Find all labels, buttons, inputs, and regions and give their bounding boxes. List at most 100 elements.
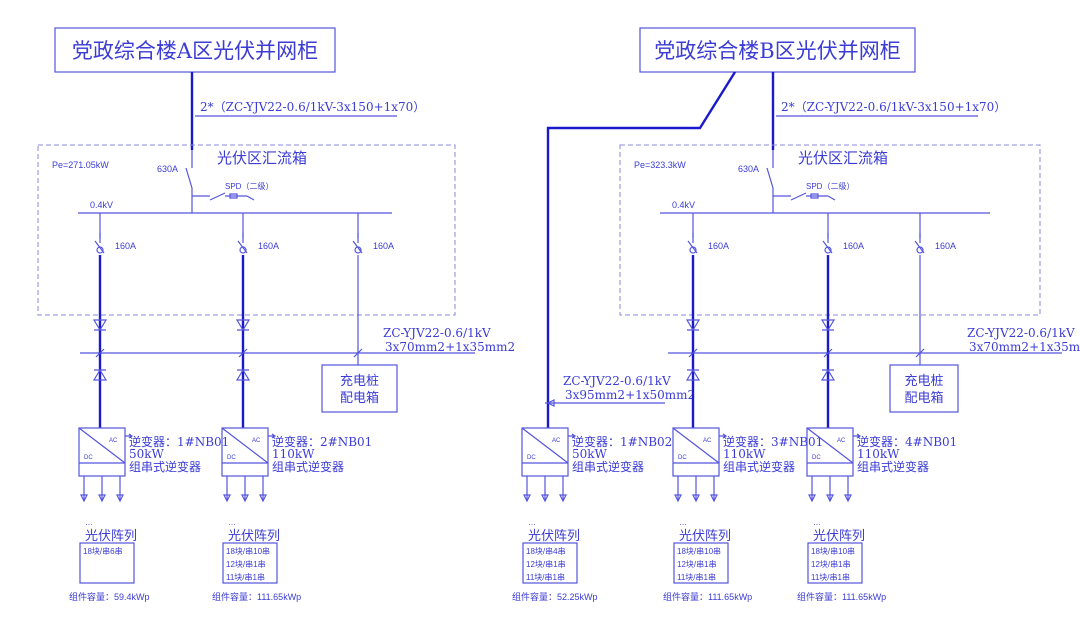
- inverter-symbol-diagonal: [521, 427, 569, 464]
- string-config-label: 11块/串1串: [226, 572, 265, 582]
- string-arrow-icon: [80, 494, 88, 503]
- string-arrow-icon: [559, 494, 567, 503]
- string-arrow-icon: [674, 494, 682, 503]
- module-capacity-label: 组件容量：52.25kWp: [512, 591, 598, 602]
- pv-array-box: [807, 542, 863, 584]
- cable-tick: [238, 348, 248, 358]
- inverter-power: 110kW: [857, 447, 900, 461]
- combiner-box-title: 光伏区汇流箱: [217, 149, 307, 167]
- charger-cable-label: ZC-YJV22-0.6/1kV: [383, 326, 491, 340]
- ellipsis-label: …: [528, 518, 536, 527]
- cable-terminal-icon: [685, 319, 701, 332]
- ellipsis-label: …: [85, 518, 93, 527]
- string-arrow-icon: [259, 494, 267, 503]
- ellipsis-label: …: [679, 518, 687, 527]
- feeder-cable: [546, 71, 737, 428]
- string-arrow-icon: [692, 494, 700, 503]
- inverter-power: 50kW: [129, 447, 165, 461]
- inverter-name: 逆变器：1#NB01: [129, 434, 229, 449]
- main-breaker-label: 630A: [738, 164, 759, 174]
- pv-array-box: [222, 542, 278, 584]
- charger-cable-label: ZC-YJV22-0.6/1kV: [967, 326, 1075, 340]
- inverter-type: 组串式逆变器: [723, 459, 795, 474]
- inverter-box: [672, 427, 720, 477]
- string-arrow-icon: [710, 494, 718, 503]
- ellipsis-label: …: [228, 518, 236, 527]
- branch-breaker-label: 160A: [935, 241, 956, 251]
- grid-cabinet-title: 党政综合楼A区光伏并网柜: [72, 39, 318, 63]
- string-config-label: 12块/串1串: [811, 559, 851, 569]
- cable-terminal-icon: [92, 319, 108, 332]
- spd-label: SPD（二级）: [225, 181, 273, 191]
- spd-icon: [209, 192, 255, 201]
- inverter-ac-label: AC: [552, 438, 561, 444]
- inverter-power: 50kW: [572, 447, 608, 461]
- breaker-icon: [96, 246, 104, 254]
- inverter-box: [521, 427, 569, 477]
- string-config-label: 18块/串10串: [226, 546, 270, 556]
- pv-array-box: [522, 542, 578, 584]
- inverter-dc-label: DC: [812, 455, 821, 461]
- cable-terminal-icon: [820, 319, 836, 332]
- inverter-power: 110kW: [272, 447, 315, 461]
- string-config-label: 12块/串1串: [226, 559, 266, 569]
- branch-breaker-label: 160A: [373, 241, 394, 251]
- arrow-icon: [268, 433, 277, 439]
- string-arrow-icon: [826, 494, 834, 503]
- cable-tick: [688, 348, 698, 358]
- spd-label: SPD（二级）: [806, 181, 854, 191]
- cable-terminal-icon: [685, 368, 701, 381]
- inverter-symbol-diagonal: [78, 427, 126, 464]
- module-capacity-label: 组件容量：59.4kWp: [69, 591, 150, 602]
- inverter-dc-label: DC: [84, 455, 93, 461]
- main-switch-icon: [766, 167, 774, 189]
- string-arrow-icon: [116, 494, 124, 503]
- module-capacity-label: 组件容量：111.65kWp: [797, 591, 886, 602]
- inverter-power: 110kW: [723, 447, 766, 461]
- string-arrow-icon: [241, 494, 249, 503]
- string-config-label: 11块/串1串: [677, 572, 716, 582]
- pv-array-label: 光伏阵列: [528, 529, 580, 544]
- string-arrow-icon: [523, 494, 531, 503]
- main-cable-label: 2*（ZC-YJV22-0.6/1kV-3x150+1x70）: [200, 100, 425, 114]
- string-arrow-icon: [223, 494, 231, 503]
- inverter-type: 组串式逆变器: [572, 459, 644, 474]
- pv-array-box: [79, 542, 135, 584]
- string-config-label: 18块/串4串: [526, 546, 566, 556]
- grid-cabinet-box: [54, 27, 336, 73]
- grid-cabinet-title: 党政综合楼B区光伏并网柜: [654, 39, 900, 63]
- inverter-name: 逆变器：1#NB02: [572, 434, 672, 449]
- inverter-ac-label: AC: [703, 438, 712, 444]
- inverter-name: 逆变器：2#NB01: [272, 434, 372, 449]
- pe-label: Pe=323.3kW: [634, 160, 686, 170]
- breaker-icon: [239, 246, 247, 254]
- charger-box-label: 配电箱: [904, 390, 943, 406]
- inverter-symbol-diagonal: [806, 427, 854, 464]
- arrow-icon: [125, 433, 134, 439]
- inverter-ac-label: AC: [109, 438, 118, 444]
- charger-cable-label: 3x70mm2+1x35mm2: [385, 340, 515, 354]
- cable-tick: [823, 348, 833, 358]
- inverter-dc-label: DC: [527, 455, 536, 461]
- cable-terminal-icon: [820, 368, 836, 381]
- feeder-cable-label: ZC-YJV22-0.6/1kV: [563, 374, 671, 388]
- spd-icon: [790, 192, 836, 201]
- inverter-name: 逆变器：4#NB01: [857, 434, 957, 449]
- pv-array-label: 光伏阵列: [228, 529, 280, 544]
- voltage-label: 0.4kV: [90, 200, 113, 210]
- branch-breaker-label: 160A: [115, 241, 136, 251]
- combiner-box-boundary: [37, 144, 456, 316]
- inverter-symbol-diagonal: [221, 427, 269, 464]
- string-arrow-icon: [844, 494, 852, 503]
- breaker-icon: [354, 246, 362, 254]
- charger-box-label: 充电桩: [904, 373, 943, 389]
- pe-label: Pe=271.05kW: [52, 160, 109, 170]
- inverter-ac-label: AC: [252, 438, 261, 444]
- branch-breaker-label: 160A: [258, 241, 279, 251]
- ellipsis-label: …: [813, 518, 821, 527]
- string-arrow-icon: [808, 494, 816, 503]
- cable-tick: [95, 348, 105, 358]
- branch-breaker-label: 160A: [843, 241, 864, 251]
- arrow-icon: [719, 433, 728, 439]
